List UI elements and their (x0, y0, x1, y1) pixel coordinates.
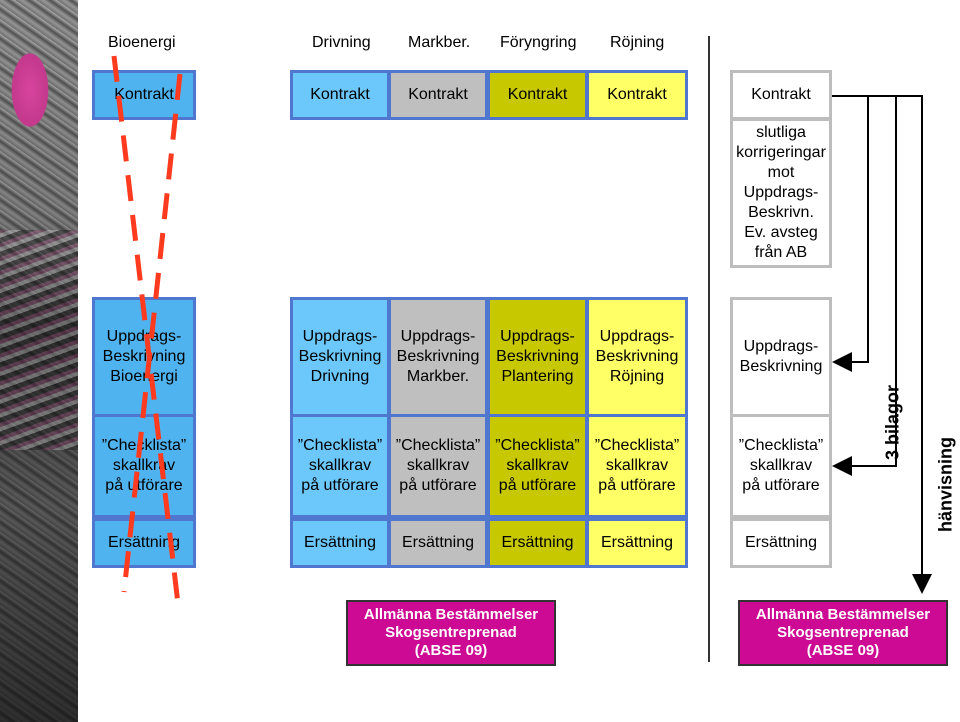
bio-checklista-box: ”Checklista” skallkrav på utförare (92, 414, 196, 518)
ersattning-plantering: Ersättning (487, 518, 588, 568)
bio-uppdrag-label: Uppdrags- Beskrivning Bioenergi (102, 328, 186, 385)
abse-right-box: Allmänna Bestämmelser Skogsentreprenad (… (738, 600, 948, 666)
ersattning-drivning: Ersättning (290, 518, 390, 568)
right-ersattning-box: Ersättning (730, 518, 832, 568)
right-notes-avsteg: Ev. avsteg från AB (744, 224, 818, 261)
right-kontrakt-label: Kontrakt (751, 86, 811, 103)
kontrakt-rojning: Kontrakt (586, 70, 688, 120)
ersattning-label: Ersättning (303, 534, 377, 551)
kontrakt-label: Kontrakt (408, 86, 468, 103)
right-ersattning-label: Ersättning (744, 534, 818, 551)
kontrakt-label: Kontrakt (310, 86, 370, 103)
checklista-markber: ”Checklista” skallkrav på utförare (388, 414, 488, 518)
strike-line-a (111, 55, 181, 605)
kontrakt-label: Kontrakt (507, 86, 568, 103)
checklista-arrow (832, 95, 897, 476)
uppdrag-label: Uppdrags- Beskrivning Röjning (595, 328, 679, 385)
kontrakt-label: Kontrakt (607, 86, 667, 103)
kontrakt-markber: Kontrakt (388, 70, 488, 120)
background-photo (0, 0, 78, 722)
ersattning-label: Ersättning (501, 534, 574, 551)
abse-right-label: Allmänna Bestämmelser Skogsentreprenad (… (755, 606, 931, 659)
right-checklista-box: ”Checklista” skallkrav på utförare (730, 414, 832, 518)
uppdrag-label: Uppdrags- Beskrivning Drivning (298, 328, 382, 385)
bio-ersattning-box: Ersättning (92, 518, 196, 568)
ersattning-label: Ersättning (600, 534, 674, 551)
uppdrag-rojning: Uppdrags- Beskrivning Röjning (586, 297, 688, 417)
right-notes-text: slutliga korrigeringar mot Uppdrags- Bes… (736, 124, 826, 221)
bio-ersattning-label: Ersättning (107, 534, 181, 551)
right-checklista-label: ”Checklista” skallkrav på utförare (738, 437, 824, 494)
uppdrag-label: Uppdrags- Beskrivning Markber. (396, 328, 480, 385)
uppdrag-label: Uppdrags- Beskrivning Plantering (496, 328, 579, 385)
checklista-label: ”Checklista” skallkrav på utförare (395, 437, 481, 494)
header-drivning: Drivning (312, 34, 371, 51)
checklista-label: ”Checklista” skallkrav på utförare (495, 437, 580, 494)
right-notes-box: slutliga korrigeringar mot Uppdrags- Bes… (730, 118, 832, 268)
uppdrag-markber: Uppdrags- Beskrivning Markber. (388, 297, 488, 417)
checklista-rojning: ”Checklista” skallkrav på utförare (586, 414, 688, 518)
checklista-plantering: ”Checklista” skallkrav på utförare (487, 414, 588, 518)
ersattning-label: Ersättning (401, 534, 475, 551)
abse-left-box: Allmänna Bestämmelser Skogsentreprenad (… (346, 600, 556, 666)
header-rojning: Röjning (610, 34, 665, 51)
header-bioenergi: Bioenergi (108, 34, 176, 51)
bio-kontrakt-label: Kontrakt (114, 86, 174, 103)
header-markber: Markber. (408, 34, 471, 51)
uppdrag-arrow (832, 96, 869, 372)
abse-left-label: Allmänna Bestämmelser Skogsentreprenad (… (363, 606, 539, 659)
right-uppdrag-label: Uppdrags- Beskrivning (739, 338, 823, 375)
checklista-label: ”Checklista” skallkrav på utförare (594, 437, 680, 494)
kontrakt-plantering: Kontrakt (487, 70, 588, 120)
ersattning-rojning: Ersättning (586, 518, 688, 568)
checklista-drivning: ”Checklista” skallkrav på utförare (290, 414, 390, 518)
checklista-label: ”Checklista” skallkrav på utförare (297, 437, 383, 494)
uppdrag-plantering: Uppdrags- Beskrivning Plantering (487, 297, 588, 417)
hanvisning-arrow (832, 95, 932, 594)
header-foryngring: Föryngring (500, 34, 577, 51)
kontrakt-drivning: Kontrakt (290, 70, 390, 120)
ersattning-markber: Ersättning (388, 518, 488, 568)
strike-line-b (121, 73, 183, 593)
